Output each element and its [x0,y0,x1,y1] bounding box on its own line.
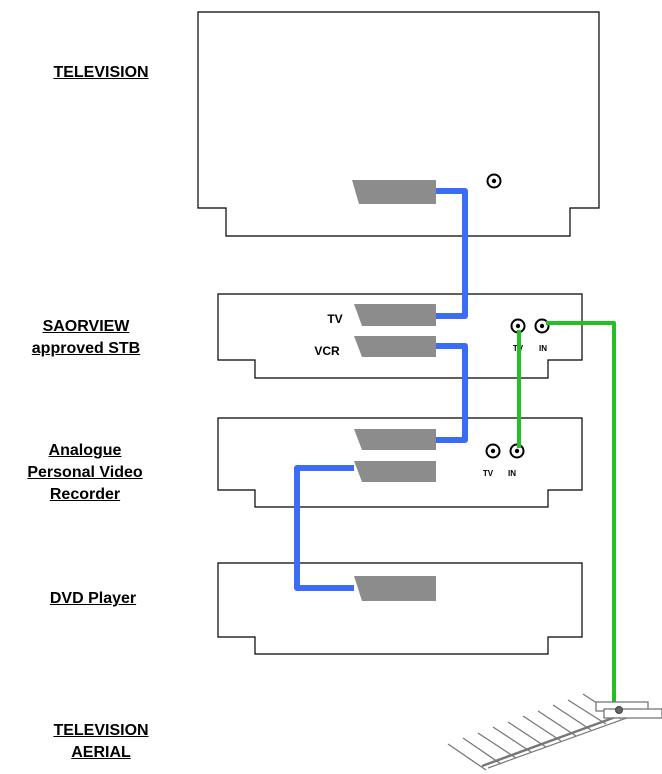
label-stb-line1: SAORVIEW [42,318,130,335]
label-pvr: Analogue Personal Video Recorder [4,440,166,506]
dvd-scart-socket [354,576,436,601]
label-pvr-line1: Analogue [48,442,122,459]
pvr-rf-tv-socket [485,443,501,459]
label-aerial-line2: AERIAL [71,744,131,761]
label-aerial: TELEVISION AERIAL [36,720,166,764]
stb-scart-vcr-socket [354,336,436,357]
television-aerial-socket [486,173,502,189]
stb-rf-in-socket [534,318,550,334]
pvr-scart-out-socket [354,429,436,450]
pvr-scart-in-socket [354,461,436,482]
stb-scart-vcr-label: VCR [314,344,340,358]
pvr-rf-tv-label: TV [483,469,494,478]
label-television: TELEVISION [53,64,149,81]
label-pvr-line3: Recorder [49,486,121,503]
stb-rf-in-label: IN [539,344,547,353]
label-pvr-line2: Personal Video [27,464,143,481]
stb-scart-tv-socket [354,304,436,326]
label-aerial-line1: TELEVISION [53,722,149,739]
label-stb: SAORVIEW approved STB [6,316,166,360]
label-dvd: DVD Player [49,590,137,607]
stb-scart-tv-label: TV [327,312,342,326]
television-scart-socket [352,180,436,204]
scart-cable-pvr-to-dvd [294,465,354,591]
scart-cable-tv-to-stb [436,188,468,319]
television-aerial-icon [447,693,662,771]
label-stb-line2: approved STB [31,340,141,357]
pvr-rf-in-label: IN [508,469,516,478]
rf-cable-aerial-to-stb [546,321,616,706]
scart-cable-stb-to-pvr [436,343,468,443]
